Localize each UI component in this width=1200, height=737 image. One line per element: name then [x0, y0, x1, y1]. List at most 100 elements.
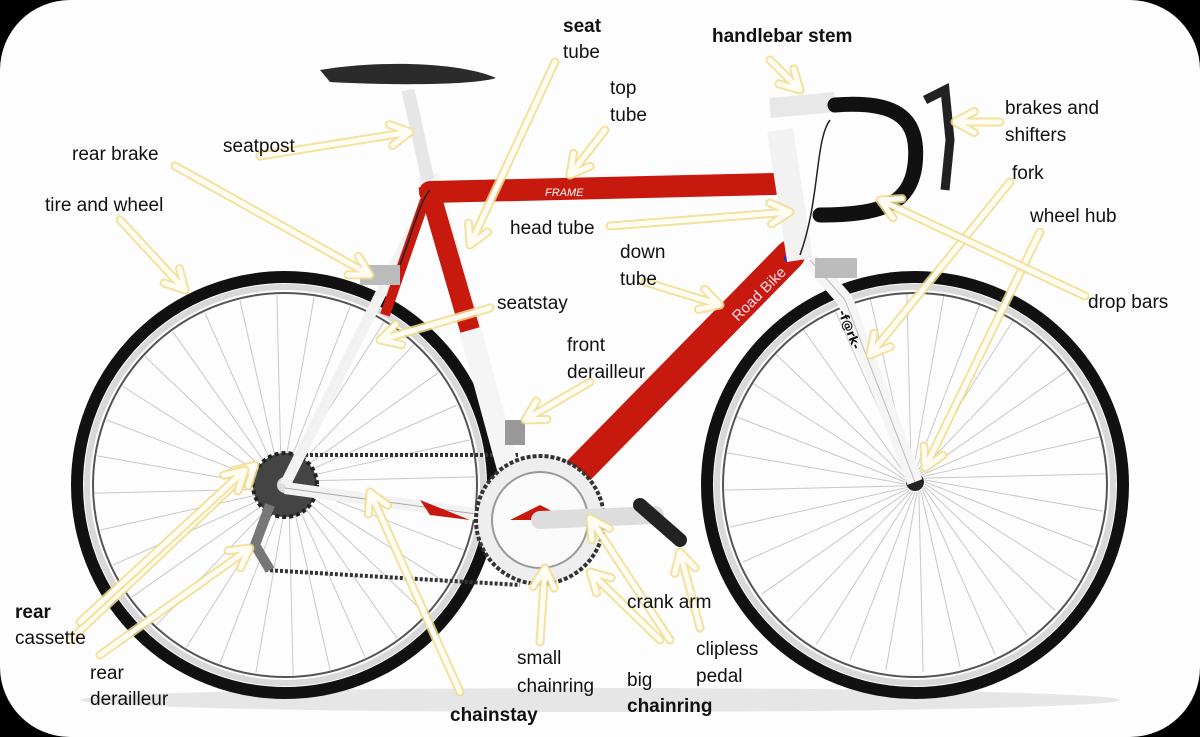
label-seatpost: seatpost: [223, 136, 296, 157]
arrow-icon: [952, 108, 1003, 136]
spoke: [725, 485, 906, 491]
front-derailleur: [505, 420, 525, 445]
arrows: [65, 55, 1090, 697]
arrow-icon: [642, 279, 723, 312]
rear-derailleur: [249, 503, 275, 573]
spoke: [730, 487, 907, 528]
spoke: [922, 487, 1028, 636]
arrow-icon: [867, 179, 1013, 358]
saddle: [320, 63, 496, 85]
spoke: [906, 292, 912, 473]
arrow-icon: [365, 489, 463, 695]
spoke: [736, 416, 906, 483]
arrow-icon: [567, 127, 608, 178]
label-drop-bars: drop bars: [1088, 292, 1168, 313]
label-seat-tube: seat: [563, 16, 602, 37]
spoke: [219, 494, 286, 664]
arrow-icon: [587, 515, 673, 643]
label-rear-cassette: cassette: [15, 628, 86, 649]
label-crank-arm: crank arm: [627, 592, 711, 613]
front-brake: [815, 258, 857, 278]
arrow-icon: [767, 57, 803, 93]
spoke: [290, 493, 331, 670]
label-fork: fork: [1012, 163, 1044, 184]
brake-shifter: [922, 83, 955, 191]
arrow-icon: [172, 163, 373, 278]
spoke: [849, 491, 916, 661]
label-seat-tube: tube: [563, 42, 600, 63]
spoke: [774, 353, 907, 479]
spoke: [921, 401, 1088, 476]
spoke: [742, 488, 909, 563]
label-front-derailleur: derailleur: [567, 362, 646, 383]
spoke: [291, 491, 366, 658]
spoke: [924, 479, 1103, 512]
spoke: [802, 328, 908, 477]
label-handlebar-stem: handlebar stem: [712, 26, 852, 47]
label-rear-derailleur: rear: [90, 663, 124, 684]
spoke: [282, 297, 315, 476]
drop-bars: [812, 96, 924, 223]
arrow-icon: [77, 467, 248, 625]
label-rear-derailleur: derailleur: [90, 689, 169, 710]
arrow-icon: [607, 200, 793, 229]
chain: [264, 453, 521, 587]
label-clipless-pedal: pedal: [696, 666, 743, 687]
arrow-icon: [877, 196, 1088, 299]
spoke: [112, 491, 279, 566]
spoke: [294, 476, 475, 482]
arrow-icon: [672, 549, 703, 631]
head-tube: [767, 128, 813, 262]
top-tube: [419, 173, 786, 203]
spoke: [292, 490, 398, 639]
spoke: [204, 312, 279, 479]
label-brakes-and-shifters: shifters: [1005, 125, 1066, 146]
spoke: [239, 300, 280, 477]
spoke: [918, 491, 924, 672]
label-down-tube: tube: [620, 269, 657, 290]
spoke: [786, 490, 912, 623]
arrow-icon: [377, 305, 493, 348]
spoke: [761, 489, 910, 595]
spoke: [923, 436, 1100, 477]
arrow-icon: [921, 229, 1043, 471]
seatpost: [401, 88, 435, 182]
label-big-chainring: chainring: [627, 696, 713, 717]
spoke: [291, 404, 458, 479]
arrow-icon: [466, 59, 558, 248]
spoke: [293, 439, 470, 480]
spoke: [920, 490, 961, 667]
label-wheel-hub: wheel hub: [1029, 206, 1117, 227]
arrow-icon: [530, 565, 557, 645]
spoke: [752, 382, 906, 481]
spoke: [288, 344, 414, 477]
label-top-tube: tube: [610, 105, 647, 126]
spoke: [912, 294, 945, 473]
spoke: [276, 295, 282, 476]
arrow-icon: [522, 379, 593, 423]
label-clipless-pedal: clipless: [696, 639, 758, 660]
label-rear-brake: rear brake: [72, 144, 159, 165]
spoke: [284, 306, 351, 476]
label-tire-and-wheel: tire and wheel: [45, 195, 163, 216]
label-top-tube: top: [610, 78, 636, 99]
arrow-icon: [117, 217, 188, 293]
spoke: [293, 488, 426, 614]
spoke: [288, 494, 294, 675]
down-tube: [525, 240, 805, 525]
seatstay: [280, 202, 430, 488]
label-chainstay: chainstay: [450, 705, 538, 726]
spoke: [100, 490, 277, 531]
spoke: [924, 481, 1094, 548]
spoke: [924, 483, 1078, 582]
spoke: [885, 491, 918, 670]
label-seatstay: seatstay: [497, 293, 568, 314]
label-big-chainring: big: [627, 670, 652, 691]
label-rear-cassette: rear: [15, 602, 52, 623]
spoke: [924, 473, 1105, 479]
label-down-tube: down: [620, 242, 665, 263]
handlebar-stem: [769, 92, 836, 118]
spoke: [727, 452, 906, 485]
label-front-derailleur: front: [567, 335, 606, 356]
